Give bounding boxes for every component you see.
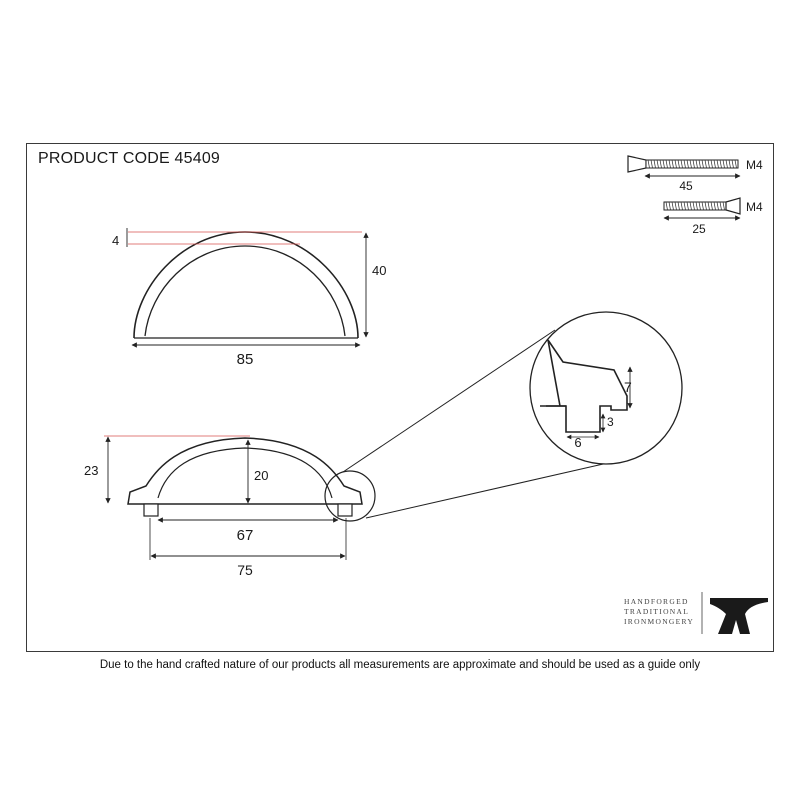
thread-line [659,159,662,169]
thread-line [707,201,710,211]
thread-line [722,201,725,211]
thread-line [674,201,677,211]
brand-line: HANDFORGED [624,597,689,606]
side-overall-height-label: 23 [84,463,98,478]
thread-line [704,201,707,211]
thread-line [716,159,719,169]
thread-line [692,159,695,169]
screw-short-thread: M4 [746,200,763,214]
thread-line [701,201,704,211]
thread-line [656,159,659,169]
screw-long-thread: M4 [746,158,763,172]
thread-line [650,159,653,169]
thread-line [668,201,671,211]
thread-line [695,159,698,169]
screw-short: M4 25 [663,197,763,236]
thread-line [698,201,701,211]
detail-step-height-label: 7 [624,379,632,395]
thread-line [701,159,704,169]
thread-line [653,159,656,169]
thread-line [698,159,701,169]
side-view: 23 20 67 75 [84,435,376,578]
top-width-label: 85 [237,351,254,368]
screw-short-length: 25 [692,222,706,236]
thread-line [707,159,710,169]
thread-line [668,159,671,169]
thread-line [725,159,728,169]
thread-line [731,159,734,169]
detail-lip-label: 3 [607,415,614,429]
thread-line [686,159,689,169]
thread-line [689,159,692,169]
thread-line [674,159,677,169]
thread-line [734,159,737,169]
thread-line [722,159,725,169]
thread-line [677,201,680,211]
thread-line [677,159,680,169]
screw-long: M4 45 [627,155,763,193]
thread-line [647,159,650,169]
thread-line [713,201,716,211]
product-code: PRODUCT CODE 45409 [38,150,221,167]
thread-line [671,159,674,169]
anvil-icon [710,598,768,634]
thread-line [665,159,668,169]
thread-line [680,159,683,169]
thread-line [728,159,731,169]
side-inner-span-label: 67 [237,527,254,544]
thread-line [683,201,686,211]
thread-line [689,201,692,211]
thread-line [704,159,707,169]
brand-line: TRADITIONAL [624,607,690,616]
top-view: 4 40 85 [112,228,386,368]
thread-line [662,159,665,169]
side-inner-height-label: 20 [254,468,268,483]
brand-line: IRONMONGERY [624,617,695,626]
thread-line [665,201,668,211]
thread-line [719,201,722,211]
thread-line [719,159,722,169]
top-thickness-label: 4 [112,233,119,248]
screw-long-length: 45 [679,179,693,193]
thread-line [692,201,695,211]
thread-line [686,201,689,211]
top-height-label: 40 [372,263,386,278]
thread-line [713,159,716,169]
thread-line [695,201,698,211]
thread-line [680,201,683,211]
footer-disclaimer: Due to the hand crafted nature of our pr… [99,659,701,671]
thread-line [716,201,719,211]
thread-line [710,201,713,211]
detail-foot-width-label: 6 [574,435,581,450]
drawing-frame [26,143,774,652]
brand-text: HANDFORGED TRADITIONAL IRONMONGERY [624,597,694,627]
thread-line [710,159,713,169]
thread-line [683,159,686,169]
detail-callout: 7 3 6 [342,311,683,519]
brand-logo [701,592,768,634]
thread-line [671,201,674,211]
side-centres-label: 75 [237,562,253,578]
